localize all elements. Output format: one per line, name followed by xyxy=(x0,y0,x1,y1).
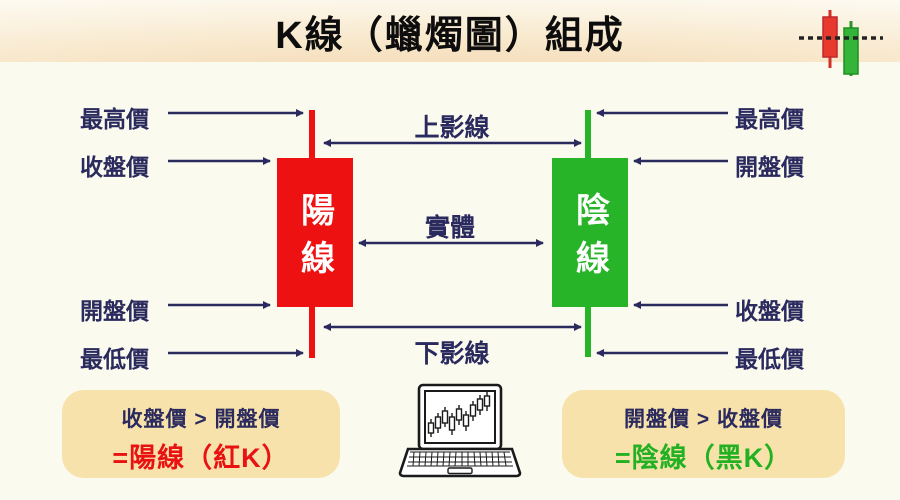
laptop-icon xyxy=(398,383,522,478)
bearish-candle-label: 陰線 xyxy=(570,191,609,288)
bearish-note-condition: 開盤價 > 收盤價 xyxy=(624,408,783,431)
label-left-low: 最低價 xyxy=(80,346,149,372)
bullish-candle-label: 陽線 xyxy=(295,191,334,288)
laptop-touchpad xyxy=(447,467,473,475)
label-right-high: 最高價 xyxy=(735,106,804,132)
bullish-note-result: =陽線（紅K） xyxy=(112,443,290,473)
bullish-candle-body: 陽線 xyxy=(277,158,353,307)
page-title: K線（蠟燭圖）組成 xyxy=(275,15,625,57)
label-right-open: 開盤價 xyxy=(735,154,804,180)
label-left-close: 收盤價 xyxy=(80,154,149,180)
bullish-note-condition: 收盤價 > 開盤價 xyxy=(121,408,281,431)
header-band xyxy=(0,0,900,62)
label-left-open: 開盤價 xyxy=(80,298,149,324)
bullish-note-box: 收盤價 > 開盤價 =陽線（紅K） xyxy=(62,390,340,478)
label-left-high: 最高價 xyxy=(80,106,149,132)
green-candle-body xyxy=(843,27,859,75)
bearish-note-box: 開盤價 > 收盤價 =陰線（黑K） xyxy=(562,390,845,478)
bearish-candle-body: 陰線 xyxy=(552,158,628,307)
label-right-low: 最低價 xyxy=(735,346,804,372)
screen-candlestick-chart xyxy=(427,392,491,437)
label-upper-shadow: 上影線 xyxy=(414,114,490,142)
bearish-note-result: =陰線（黑K） xyxy=(614,443,793,473)
laptop-keyboard xyxy=(407,451,513,467)
label-right-close: 收盤價 xyxy=(735,298,804,324)
candlestick-pair-icon xyxy=(799,10,883,76)
label-body: 實體 xyxy=(424,214,476,242)
label-lower-shadow: 下影線 xyxy=(414,340,490,368)
